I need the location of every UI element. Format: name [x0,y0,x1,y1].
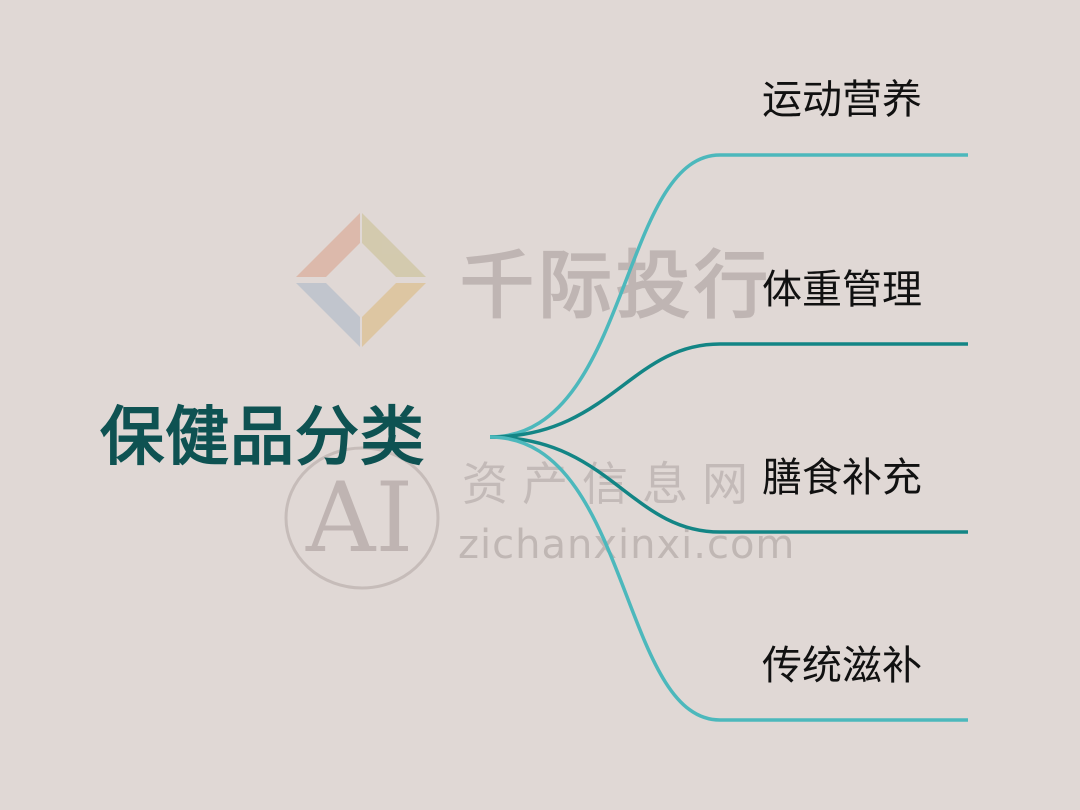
watermark-logo-icon [296,213,426,347]
connector-branch-3 [489,435,968,534]
watermark-seal-circle [284,446,440,590]
root-node: 保健品分类 [100,401,425,475]
branch-label-2: 体重管理 [762,267,922,313]
branch-label-4: 传统滋补 [762,643,922,689]
connector-branch-2 [489,342,968,439]
connector-branch-1 [489,153,968,439]
branch-label-3: 膳食补充 [762,455,922,501]
branch-label-1: 运动营养 [762,77,922,123]
connector-branch-4 [489,435,968,722]
